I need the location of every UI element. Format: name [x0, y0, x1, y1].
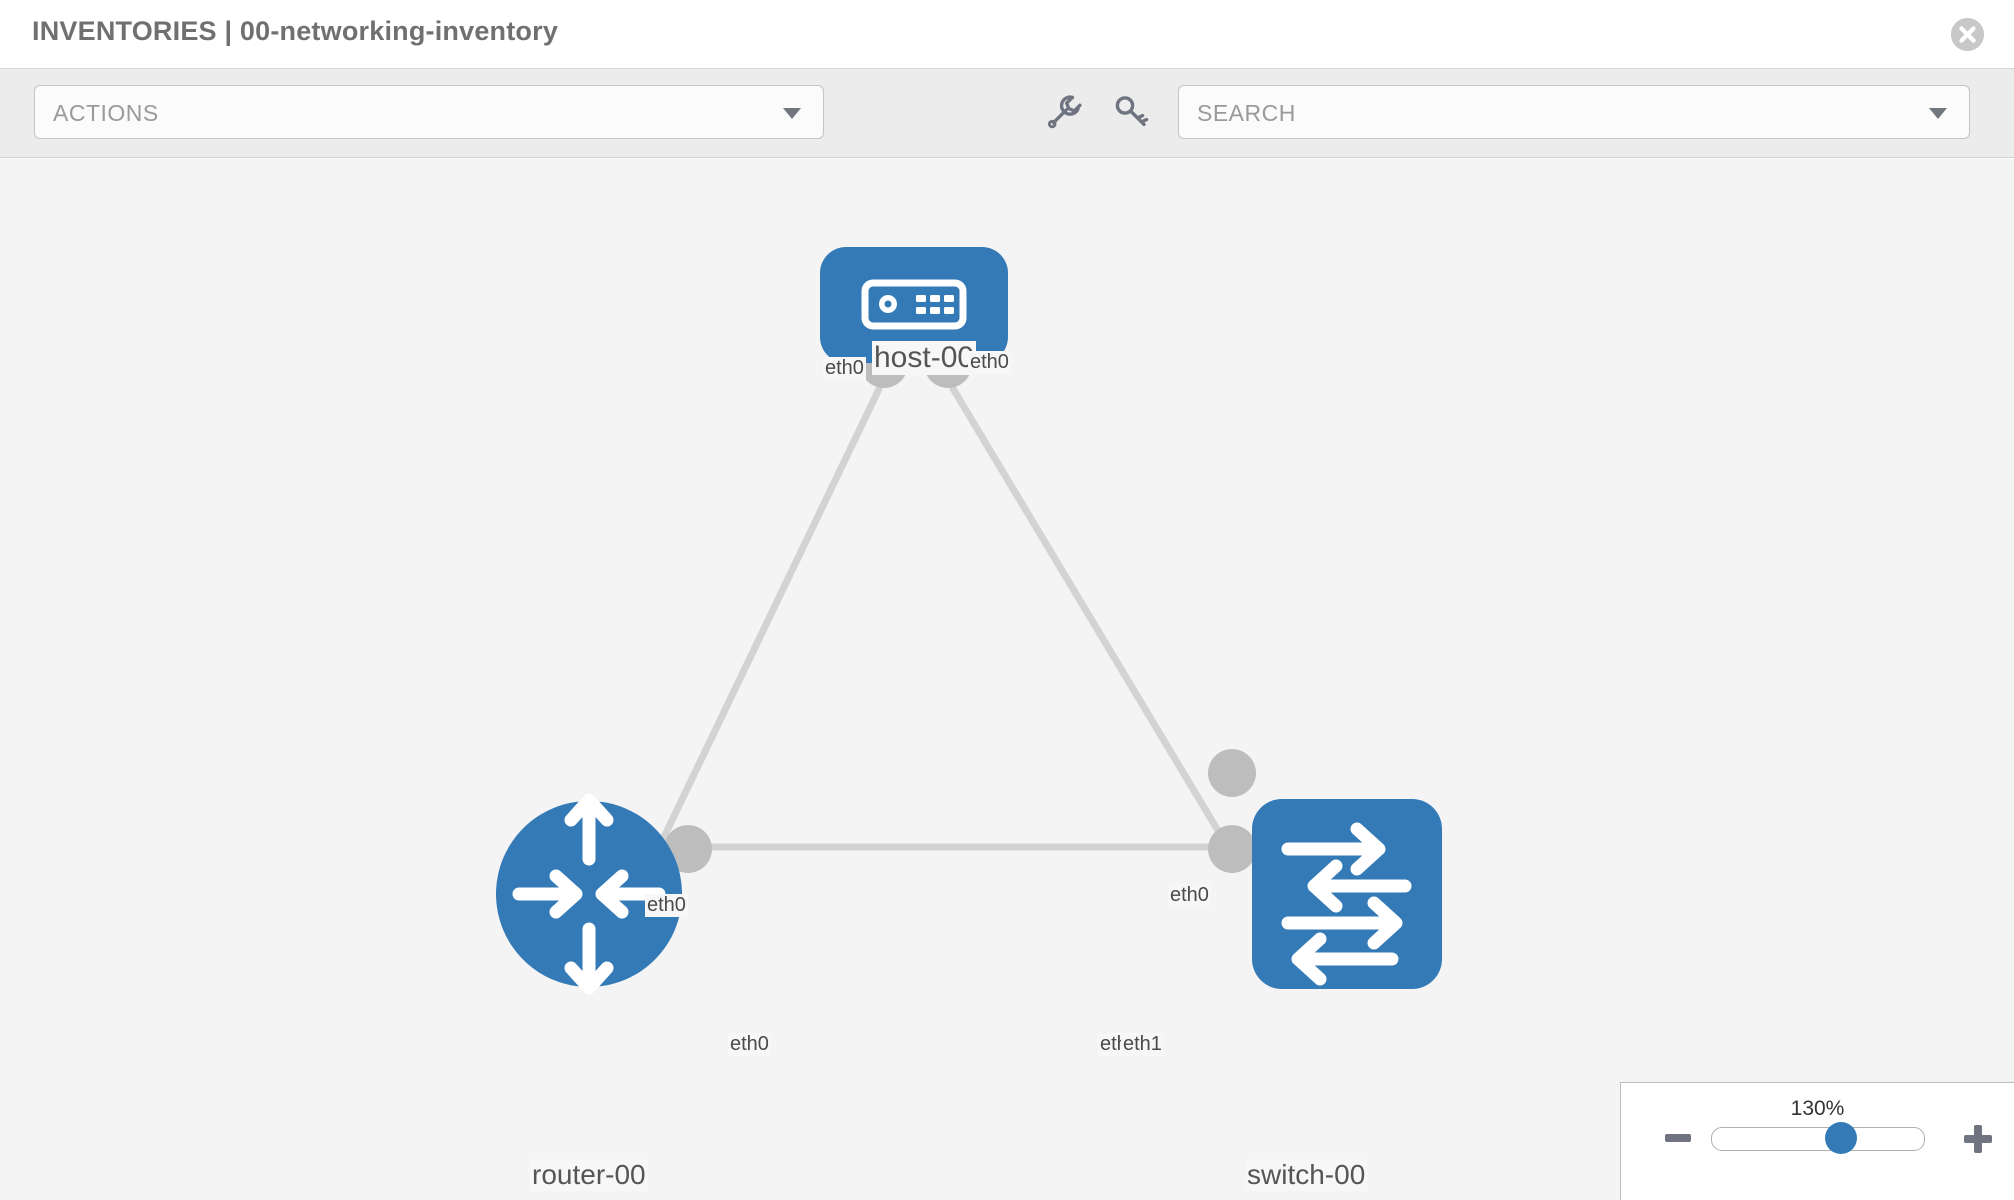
chevron-down-icon [783, 108, 801, 119]
edge-label-switch-up-eth0: eth0 [1168, 884, 1211, 907]
stub-switch-left-upper [1208, 749, 1256, 797]
search-placeholder: SEARCH [1197, 100, 1296, 126]
zoom-control-panel: 130% [1620, 1082, 2014, 1200]
wrench-icon[interactable] [1042, 90, 1086, 134]
chevron-down-icon[interactable] [1929, 108, 1947, 119]
connector-stubs [664, 340, 1256, 873]
node-label-switch-00: switch-00 [1245, 1159, 1368, 1191]
node-label-host-00: host-00 [872, 341, 977, 375]
edge-label-host-right-eth0: eth0 [968, 351, 1011, 374]
page-header: INVENTORIES | 00-networking-inventory [0, 0, 2014, 69]
topology-graph [496, 247, 1442, 995]
edge-host-router [636, 385, 884, 889]
zoom-slider[interactable] [1711, 1122, 1925, 1154]
edge-label-router-right-eth0: eth0 [728, 1033, 771, 1056]
page-title: INVENTORIES | 00-networking-inventory [32, 16, 559, 46]
stub-switch-left-lower [1208, 825, 1256, 873]
edge-label-switch-left-eth1: eth1 [1121, 1033, 1164, 1056]
node-label-router-00: router-00 [530, 1159, 648, 1191]
node-switch-00[interactable] [1252, 799, 1442, 989]
edge-label-router-up-eth0: eth0 [645, 894, 688, 917]
minus-icon[interactable] [1665, 1134, 1691, 1142]
stub-router-right [664, 825, 712, 873]
node-host-00[interactable] [820, 247, 1008, 363]
topology-canvas[interactable]: host-00 router-00 switch-00 eth0 eth0 et… [0, 159, 2014, 1200]
edge-label-host-left-eth0: eth0 [823, 357, 866, 380]
plus-icon[interactable] [1964, 1125, 1992, 1153]
search-input[interactable]: SEARCH [1178, 85, 1970, 139]
zoom-slider-handle[interactable] [1824, 1122, 1857, 1154]
edge-host-switch [948, 385, 1239, 861]
actions-dropdown-label: ACTIONS [53, 100, 159, 126]
zoom-level-value: 130% [1790, 1097, 1845, 1120]
close-icon[interactable] [1951, 18, 1984, 51]
actions-dropdown[interactable]: ACTIONS [34, 85, 824, 139]
key-icon[interactable] [1110, 90, 1154, 134]
